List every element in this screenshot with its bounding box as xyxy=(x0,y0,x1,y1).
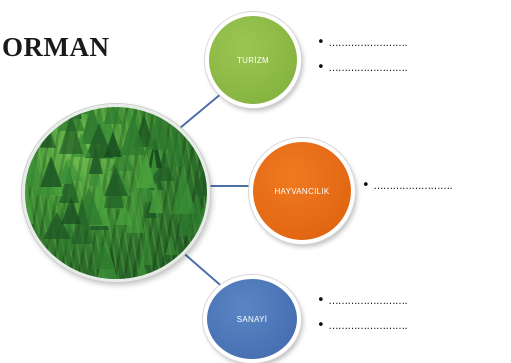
page-title: ORMAN xyxy=(2,32,110,62)
bullet-icon: • xyxy=(317,318,325,333)
tree-shape xyxy=(40,117,53,147)
hayvancilik-blank-1: • ……………………. xyxy=(362,178,453,193)
tree-shape xyxy=(104,167,129,197)
blank-line: ……………………. xyxy=(373,181,453,192)
tree-shape xyxy=(89,145,104,175)
blank-line: ……………………. xyxy=(328,38,408,49)
turizm-blank-1: • ……………………. xyxy=(317,35,408,50)
tree-shape xyxy=(25,251,47,279)
blank-line: ……………………. xyxy=(328,321,408,332)
node-turizm-label: TURİZM xyxy=(236,55,269,65)
tree-shape xyxy=(135,152,156,188)
bullet-icon: • xyxy=(317,293,325,308)
bullet-icon: • xyxy=(317,60,325,75)
node-sanayi-label: SANAYİ xyxy=(236,314,268,324)
tree-shape xyxy=(40,156,63,188)
tree-shape xyxy=(25,183,35,225)
tree-shape xyxy=(120,114,147,156)
tree-shape xyxy=(102,107,123,124)
node-hayvancilik: HAYVANCILIK xyxy=(249,138,355,244)
blank-line: ……………………. xyxy=(328,296,408,307)
sanayi-blank-2: • ……………………. xyxy=(317,318,408,333)
turizm-blank-2: • ……………………. xyxy=(317,60,408,75)
tree-shape xyxy=(103,131,122,158)
blank-line: ……………………. xyxy=(328,63,408,74)
sanayi-blank-1: • ……………………. xyxy=(317,293,408,308)
tree-shape xyxy=(141,222,154,266)
tree-shape xyxy=(25,197,28,232)
tree-shape xyxy=(60,196,81,224)
tree-shape xyxy=(146,109,173,150)
node-turizm: TURİZM xyxy=(205,12,301,108)
tree-shape xyxy=(90,244,117,269)
tree-shape xyxy=(66,107,91,115)
forest-image xyxy=(22,104,210,282)
bullet-icon: • xyxy=(362,178,370,193)
node-sanayi: SANAYİ xyxy=(203,275,301,363)
tree-shape xyxy=(59,112,84,154)
tree-shape xyxy=(43,248,60,279)
node-hayvancilik-label: HAYVANCILIK xyxy=(274,186,330,196)
bullet-icon: • xyxy=(317,35,325,50)
tree-shape xyxy=(164,235,177,256)
tree-shape xyxy=(194,236,207,257)
tree-shape xyxy=(185,193,207,225)
